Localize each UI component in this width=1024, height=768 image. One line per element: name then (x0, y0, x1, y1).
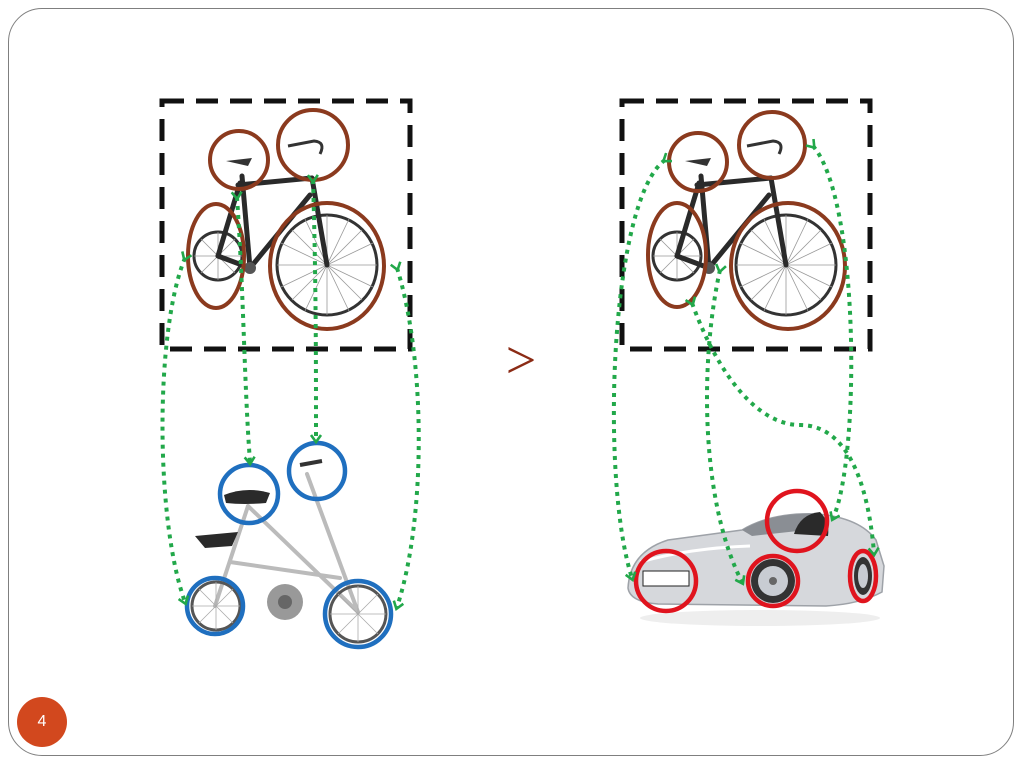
correspondence-arrows-left (160, 180, 421, 607)
part-circle-handlebar-match (286, 440, 348, 502)
correspondence-arrow-front-wheel (397, 268, 421, 607)
correspondence-arrow-wheel-rear (692, 303, 874, 553)
correspondence-arrow-saddle (237, 197, 250, 462)
correspondence-arrow-saddle-plate (611, 160, 665, 578)
part-circle-front-wheel (268, 201, 386, 331)
part-circle-front-wheel-match (322, 578, 394, 650)
query-bounding-box-left (159, 98, 413, 352)
part-circle-rear-wheel-match (184, 575, 246, 637)
correspondence-arrow-handlebar (313, 180, 316, 440)
page-number-badge: 4 (17, 697, 67, 747)
comparison-symbol: > (505, 330, 537, 390)
correspondence-arrow-rear-wheel (160, 258, 186, 602)
correspondence-arrows-right (611, 146, 874, 582)
correspondence-arrow-handlebar-steering (813, 146, 854, 518)
part-circle-saddle (208, 129, 270, 191)
part-circle-handlebar (737, 110, 807, 180)
